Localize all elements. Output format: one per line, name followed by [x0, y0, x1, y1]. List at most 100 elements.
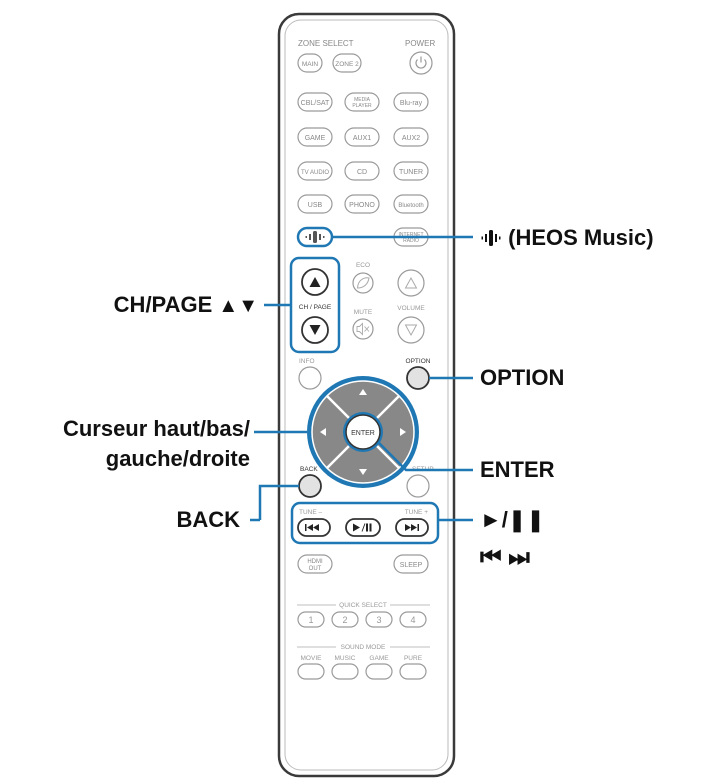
heos-callout-icon — [480, 228, 502, 248]
internet-radio-label-1: INTERNET — [399, 232, 424, 238]
tv-audio-label: TV AUDIO — [301, 170, 329, 176]
cursor-down-icon — [359, 469, 367, 475]
cursor-down-button[interactable] — [359, 469, 367, 475]
volume-down-button[interactable] — [397, 316, 425, 344]
quick-select-2-button[interactable]: 2 — [331, 611, 359, 628]
mute-label: MUTE — [354, 309, 373, 316]
option-label: OPTION — [406, 358, 431, 365]
cursor-right-button[interactable] — [400, 428, 406, 436]
bluray-label: Blu-ray — [400, 100, 423, 107]
cursor-left-button[interactable] — [320, 428, 326, 436]
aux1-label: AUX1 — [353, 135, 371, 142]
mute-button[interactable] — [352, 318, 374, 340]
play-pause-icon — [353, 523, 372, 532]
sound-mode-music-button[interactable] — [331, 663, 359, 680]
ch-page-up-button[interactable] — [301, 268, 329, 296]
quick-select-1-label: 1 — [308, 615, 313, 625]
heos-music-callout: (HEOS Music) — [480, 225, 654, 251]
power-label: POWER — [405, 39, 435, 48]
option-callout: OPTION — [480, 365, 564, 391]
skip-forward-button[interactable] — [395, 518, 429, 537]
ch-page-down-button[interactable] — [301, 316, 329, 344]
volume-up-button[interactable] — [397, 269, 425, 297]
sleep-label: SLEEP — [400, 562, 423, 569]
sleep-button[interactable]: SLEEP — [393, 554, 429, 574]
zone2-button-label: ZONE 2 — [335, 61, 359, 68]
phono-button[interactable]: PHONO — [344, 194, 380, 214]
leaf-icon — [356, 277, 370, 289]
leader-lines — [254, 235, 473, 522]
info-button[interactable] — [298, 366, 322, 390]
sound-mode-game-label: GAME — [369, 655, 389, 662]
enter-button-label: ENTER — [351, 430, 375, 437]
heos-music-button[interactable] — [296, 226, 334, 248]
volume-up-icon — [404, 276, 418, 289]
option-text: OPTION — [480, 365, 565, 390]
main-button[interactable]: MAIN — [297, 53, 323, 73]
tune-minus-label: TUNE – — [299, 509, 323, 516]
quick-select-label: QUICK SELECT — [339, 602, 387, 609]
tune-plus-label: TUNE + — [405, 509, 429, 516]
phono-label: PHONO — [349, 202, 375, 209]
quick-select-4-button[interactable]: 4 — [399, 611, 427, 628]
option-button[interactable] — [406, 366, 430, 390]
cursor-left-icon — [320, 428, 326, 436]
cursor-up-button[interactable] — [359, 389, 367, 395]
up-down-arrows-icon: ▲▼ — [218, 295, 258, 317]
game-button[interactable]: GAME — [297, 127, 333, 147]
enter-button[interactable]: ENTER — [343, 412, 383, 452]
cd-label: CD — [357, 169, 367, 176]
back-callout: BACK — [100, 507, 240, 533]
play-pause-button[interactable] — [345, 518, 381, 537]
media-player-button[interactable]: MEDIA PLAYER — [344, 92, 380, 112]
cd-button[interactable]: CD — [344, 161, 380, 181]
up-arrow-icon — [309, 277, 321, 287]
sound-mode-pure-label: PURE — [404, 655, 423, 662]
volume-label: VOLUME — [397, 305, 425, 312]
back-text: BACK — [176, 507, 240, 532]
hdmi-out-button[interactable]: HDMI OUT — [297, 554, 333, 574]
internet-radio-label-2: RADIO — [403, 238, 419, 244]
eco-button[interactable] — [352, 272, 374, 294]
sound-mode-movie-button[interactable] — [297, 663, 325, 680]
aux2-button[interactable]: AUX2 — [393, 127, 429, 147]
cbl-sat-label: CBL/SAT — [301, 100, 330, 107]
aux2-label: AUX2 — [402, 135, 420, 142]
quick-select-1-button[interactable]: 1 — [297, 611, 325, 628]
quick-select-3-label: 3 — [376, 615, 381, 625]
bluray-button[interactable]: Blu-ray — [393, 92, 429, 112]
skip-back-icon — [305, 524, 319, 531]
enter-text: ENTER — [480, 457, 555, 482]
back-button[interactable] — [298, 474, 322, 498]
cursor-text-line2: gauche/droite — [105, 446, 250, 471]
cbl-sat-button[interactable]: CBL/SAT — [297, 92, 333, 112]
aux1-button[interactable]: AUX1 — [344, 127, 380, 147]
hdmi-out-label-2: OUT — [309, 566, 322, 572]
info-label: INFO — [299, 358, 315, 365]
zone2-button[interactable]: ZONE 2 — [332, 53, 362, 73]
power-icon — [415, 59, 427, 69]
sound-mode-pure-button[interactable] — [399, 663, 427, 680]
main-button-label: MAIN — [302, 61, 319, 68]
bluetooth-button[interactable]: Bluetooth — [393, 194, 429, 214]
power-button[interactable] — [409, 51, 433, 75]
play-pause-callout: ►/❚❚ — [480, 507, 545, 533]
mute-icon — [356, 322, 363, 336]
tuner-button[interactable]: TUNER — [393, 161, 429, 181]
ch-page-callout: CH/PAGE ▲▼ — [40, 292, 258, 319]
sound-mode-music-label: MUSIC — [335, 655, 356, 662]
media-player-label-2: PLAYER — [352, 103, 372, 109]
tv-audio-button[interactable]: TV AUDIO — [297, 161, 333, 181]
quick-select-3-button[interactable]: 3 — [365, 611, 393, 628]
sound-mode-game-button[interactable] — [365, 663, 393, 680]
skip-back-button[interactable] — [297, 518, 331, 537]
usb-button[interactable]: USB — [297, 194, 333, 214]
usb-label: USB — [308, 202, 323, 209]
cursor-right-icon — [400, 428, 406, 436]
hdmi-out-label-1: HDMI — [307, 559, 323, 565]
sound-mode-movie-label: MOVIE — [301, 655, 323, 662]
volume-down-icon — [404, 324, 418, 337]
setup-button[interactable] — [406, 474, 430, 498]
down-arrow-icon — [309, 325, 321, 335]
